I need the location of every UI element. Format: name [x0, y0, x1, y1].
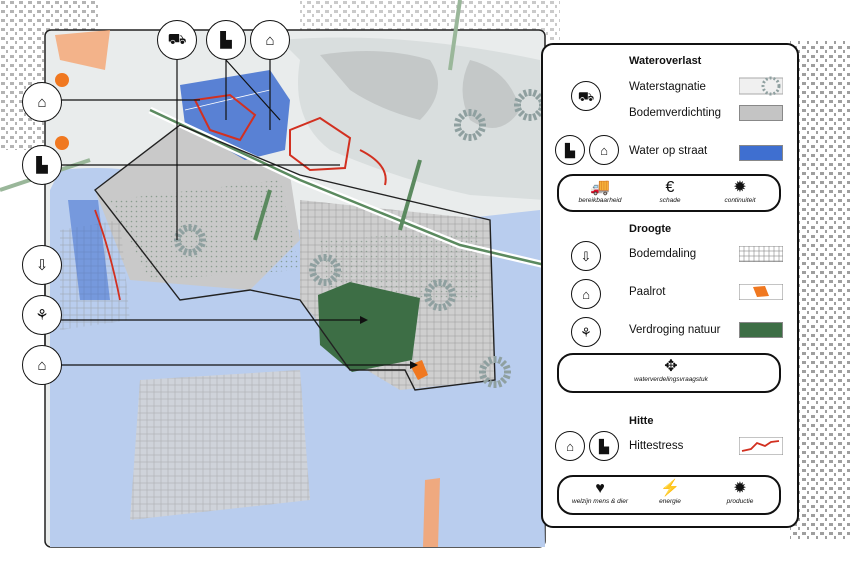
subsidence-icon: ⇩	[571, 241, 601, 271]
swatch-bodemdaling	[738, 245, 784, 263]
swatch-bodemverdichting	[739, 105, 783, 121]
swatch-water-op-straat	[739, 145, 783, 161]
legend-label-verdroging-natuur: Verdroging natuur	[629, 324, 721, 336]
factory-heat-icon: ▙	[22, 145, 62, 185]
water-distribution-icon: ✥ waterverdelingsvraagstuk	[603, 358, 739, 383]
tractor-rain-icon: ⛟	[157, 20, 197, 60]
legend-label-bodemverdichting: Bodemverdichting	[629, 107, 722, 119]
gears-icon: ✹ productie	[705, 480, 775, 505]
map-legend: Wateroverlast ⛟ Waterstagnatie Bodemverd…	[541, 43, 799, 528]
pile-rot-icon: ⌂	[571, 279, 601, 309]
house-heat-icon: ⌂	[555, 431, 585, 461]
hitte-impacts: ♥ welzijn mens & dier ⚡ energie ✹ produc…	[557, 475, 781, 515]
pile-rot-icon: ⌂	[22, 345, 62, 385]
heart-icon: ♥ welzijn mens & dier	[565, 480, 635, 505]
impact-schade: schade	[659, 197, 681, 204]
dead-tree-icon: ⚘	[22, 295, 62, 335]
gears-icon: ✹ continuiteit	[705, 179, 775, 204]
swatch-hittestress	[738, 436, 784, 456]
legend-label-hittestress: Hittestress	[629, 440, 684, 452]
factory-heat-icon: ▙	[589, 431, 619, 461]
swatch-verdroging-natuur	[739, 322, 783, 338]
swatch-paalrot	[738, 283, 784, 301]
impact-productie: productie	[726, 498, 754, 505]
tractor-rain-icon: ⛟	[571, 81, 601, 111]
house-rain-icon: ⌂	[589, 135, 619, 165]
house-heat-icon: ⌂	[22, 82, 62, 122]
wateroverlast-impacts: 🚚 bereikbaarheid € schade ✹ continuiteit	[557, 174, 781, 212]
subsidence-icon: ⇩	[22, 245, 62, 285]
droogte-impacts: ✥ waterverdelingsvraagstuk	[557, 353, 781, 393]
legend-label-waterstagnatie: Waterstagnatie	[629, 81, 706, 93]
impact-bereikbaarheid: bereikbaarheid	[578, 197, 622, 204]
legend-title-droogte: Droogte	[629, 223, 672, 235]
legend-label-bodemdaling: Bodemdaling	[629, 248, 697, 260]
impact-waterverdelingsvraagstuk: waterverdelingsvraagstuk	[634, 376, 708, 383]
legend-title-hitte: Hitte	[629, 415, 654, 427]
plug-icon: ⚡ energie	[635, 480, 705, 505]
swatch-waterstagnatie	[738, 75, 784, 97]
impact-welzijn: welzijn mens & dier	[572, 498, 628, 505]
dead-tree-icon: ⚘	[571, 317, 601, 347]
impact-continuiteit: continuiteit	[724, 197, 756, 204]
impact-energie: energie	[659, 498, 681, 505]
euro-icon: € schade	[635, 179, 705, 204]
house-rain-icon: ⌂	[250, 20, 290, 60]
legend-label-paalrot: Paalrot	[629, 286, 666, 298]
legend-label-water-op-straat: Water op straat	[629, 145, 708, 157]
factory-rain-icon: ▙	[555, 135, 585, 165]
legend-title-wateroverlast: Wateroverlast	[629, 55, 702, 67]
truck-icon: 🚚 bereikbaarheid	[565, 179, 635, 204]
factory-rain-icon: ▙	[206, 20, 246, 60]
